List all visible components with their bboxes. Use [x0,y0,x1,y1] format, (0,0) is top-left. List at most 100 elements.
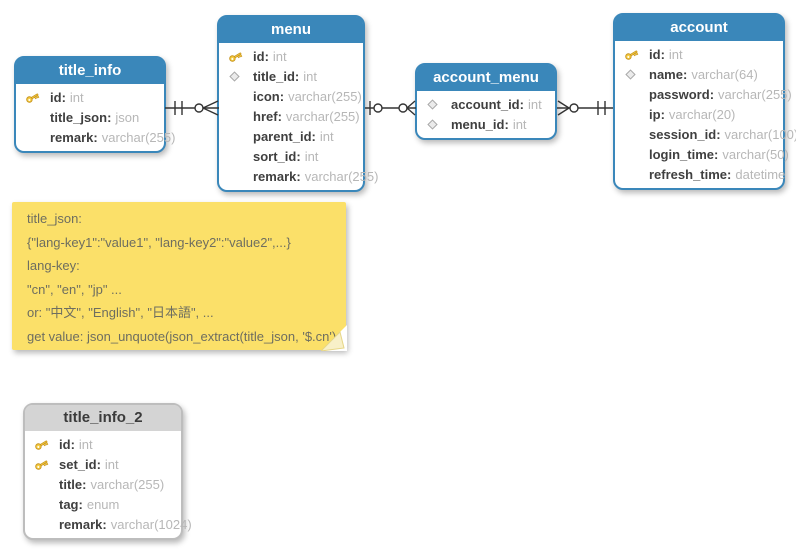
field-name: id [50,90,66,105]
field-type: varchar(255) [285,108,360,124]
field-type: varchar(1024) [110,516,192,532]
field-row[interactable]: title_json json [16,107,164,127]
field-type: int [668,46,683,62]
field-name: tag [59,497,83,512]
field-name: login_time [649,147,718,162]
field-row[interactable]: account_id int [417,94,555,114]
field-type: varchar(255) [101,129,176,145]
note-line: lang-key: [27,258,80,273]
field-row[interactable]: remark varchar(255) [16,127,175,147]
field-row[interactable]: parent_id int [219,126,363,146]
field-name: ip [649,107,665,122]
table-title[interactable]: menu [219,17,363,43]
relationship-connector-menu-account-menu[interactable] [365,94,416,122]
field-type: int [304,148,319,164]
field-name: password [649,87,714,102]
field-type: int [527,96,542,112]
field-row[interactable]: title_id int [219,66,363,86]
note-line: title_json: [27,211,82,226]
table-fields: id int set_id int title varchar(255) tag… [25,431,192,538]
field-name: title [59,477,86,492]
table-title[interactable]: account_menu [417,65,555,91]
field-type: int [319,128,334,144]
field-name: remark [50,130,98,145]
key-icon [624,47,649,62]
note-line: or: "中文", "English", "日本語", ... [27,305,214,320]
table-fields: account_id int menu_id int [417,91,555,138]
field-row[interactable]: tag enum [25,494,181,514]
field-name: account_id [451,97,524,112]
key-icon [34,437,59,452]
field-type: int [512,116,527,132]
note-folded-corner-icon [321,325,347,351]
field-type: int [303,68,317,84]
field-row[interactable]: ip varchar(20) [615,104,783,124]
field-type: int [272,48,287,64]
field-row[interactable]: login_time varchar(50) [615,144,789,164]
field-name: id [59,437,75,452]
field-name: sort_id [253,149,301,164]
field-type: datetime [735,166,786,182]
table-fields: id int name varchar(64) password varchar… [615,41,796,188]
field-name: title_json [50,110,111,125]
table-title[interactable]: title_info_2 [25,405,181,431]
field-type: json [115,109,140,125]
table-fields: id int title_id int icon varchar(255) hr… [219,43,378,190]
field-type: varchar(255) [304,168,379,184]
field-name: title_id [253,69,299,84]
diamond-icon [228,70,253,83]
field-row[interactable]: set_id int [25,454,181,474]
sticky-note[interactable]: title_json: {"lang-key1":"value1", "lang… [12,202,347,351]
note-line: "cn", "en", "jp" ... [27,281,122,297]
field-name: remark [253,169,301,184]
relationship-connector-title-info-menu[interactable] [165,94,219,122]
table-fields: id int title_json json remark varchar(25… [16,84,175,151]
field-type: enum [86,496,120,512]
entity-table-title-info[interactable]: title_info id int title_json json remark… [14,56,175,153]
field-type: varchar(255) [288,88,362,104]
note-line: get value: json_unquote(json_extract(tit… [27,328,337,344]
field-type: int [69,89,84,105]
field-row[interactable]: password varchar(255) [615,84,792,104]
field-name: id [649,47,665,62]
field-row[interactable]: href varchar(255) [219,106,363,126]
field-row[interactable]: session_id varchar(100) [615,124,796,144]
entity-table-account-menu[interactable]: account_menu account_id int menu_id int [415,63,557,140]
key-icon [25,90,50,105]
field-row[interactable]: refresh_time datetime [615,164,786,184]
field-row[interactable]: id int [16,87,164,107]
field-name: menu_id [451,117,509,132]
table-title[interactable]: title_info [16,58,164,84]
field-row[interactable]: name varchar(64) [615,64,783,84]
field-name: icon [253,89,284,104]
entity-table-account[interactable]: account id int name varchar(64) password… [613,13,796,190]
key-icon [228,49,253,64]
field-name: href [253,109,282,124]
diamond-icon [426,118,451,131]
field-name: parent_id [253,129,316,144]
field-type: varchar(64) [691,66,758,82]
field-row[interactable]: sort_id int [219,146,363,166]
field-type: int [78,436,93,452]
entity-table-menu[interactable]: menu id int title_id int icon varchar(25… [217,15,378,192]
diamond-icon [624,68,649,81]
field-row[interactable]: title varchar(255) [25,474,181,494]
field-row[interactable]: id int [615,44,783,64]
field-row[interactable]: remark varchar(255) [219,166,378,186]
field-row[interactable]: remark varchar(1024) [25,514,192,534]
field-name: session_id [649,127,721,142]
relationship-connector-account-menu-account[interactable] [557,94,613,122]
field-row[interactable]: id int [219,46,363,66]
field-row[interactable]: icon varchar(255) [219,86,363,106]
field-name: remark [59,517,107,532]
field-type: varchar(255) [718,86,792,102]
entity-table-title-info-2[interactable]: title_info_2 id int set_id int title var… [23,403,192,540]
sticky-note-text: title_json: {"lang-key1":"value1", "lang… [12,202,346,348]
note-line: {"lang-key1":"value1", "lang-key2":"valu… [27,234,291,250]
field-type: varchar(50) [722,146,789,162]
field-row[interactable]: id int [25,434,181,454]
table-title[interactable]: account [615,15,783,41]
field-type: varchar(20) [668,106,736,122]
field-row[interactable]: menu_id int [417,114,555,134]
